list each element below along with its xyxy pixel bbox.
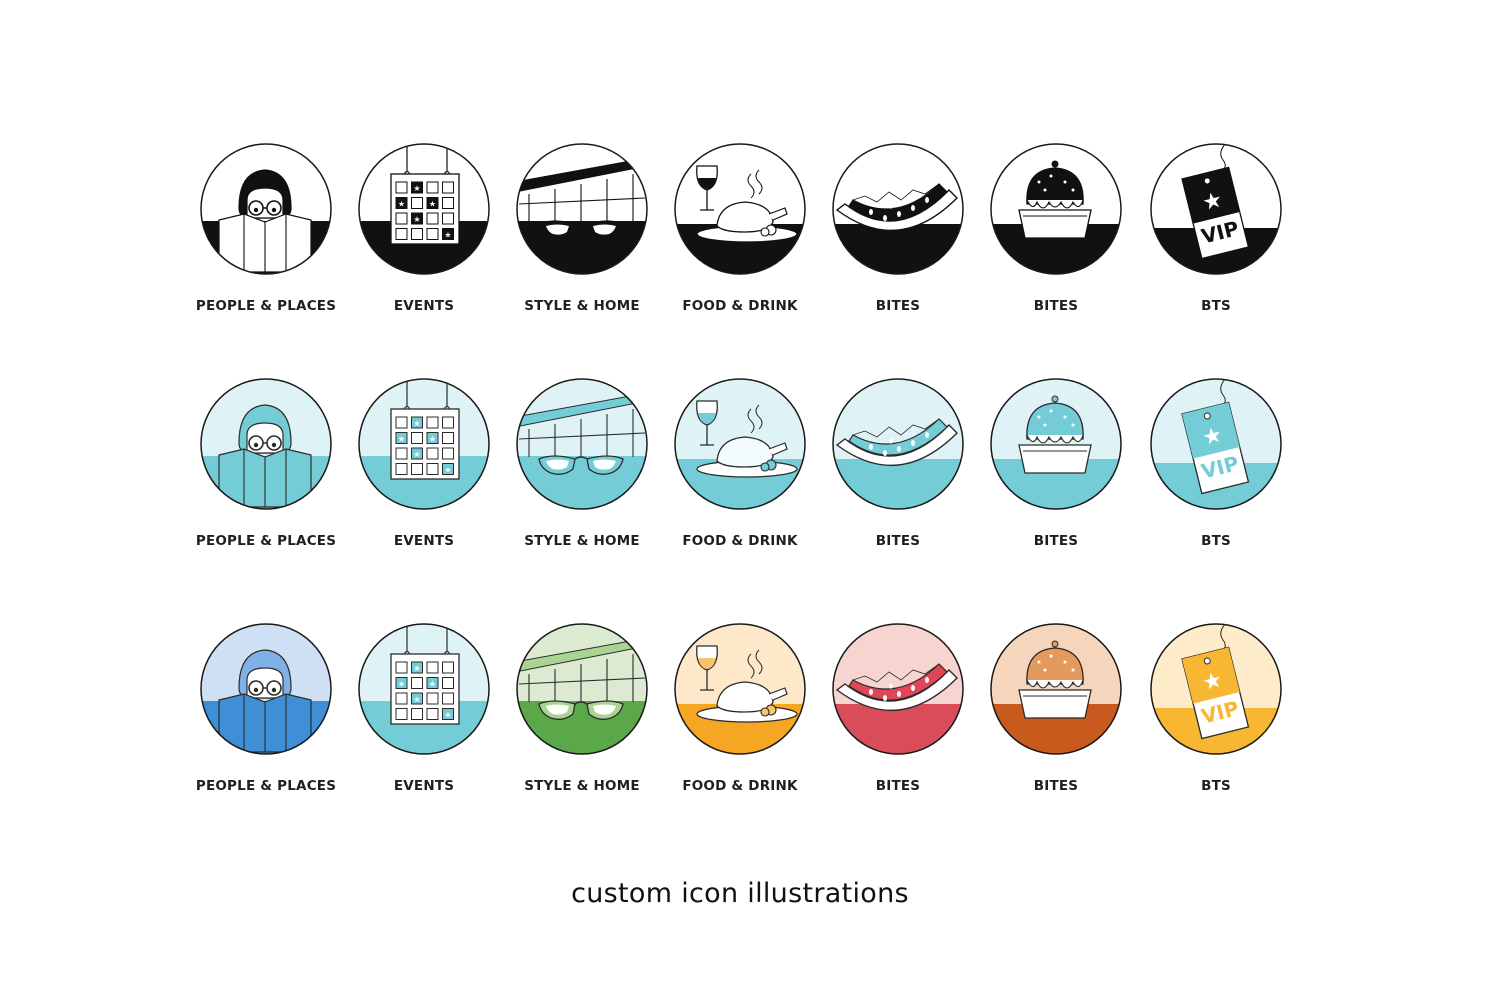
icon-vip: ★ VIP BTS xyxy=(1141,142,1291,314)
icon-label: PEOPLE & PLACES xyxy=(195,778,337,794)
icon-label: BTS xyxy=(1201,778,1231,794)
icon-label: STYLE & HOME xyxy=(524,533,640,549)
icon-label: BITES xyxy=(1033,533,1079,549)
calendar-icon: ★ ★ ★ ★ ★ xyxy=(358,623,490,755)
icon-person: PEOPLE & PLACES xyxy=(191,142,341,314)
icon-label: STYLE & HOME xyxy=(524,778,640,794)
icon-vip: ★ VIP BTS xyxy=(1141,622,1291,794)
icon-label: STYLE & HOME xyxy=(524,298,640,314)
icon-glasses: STYLE & HOME xyxy=(507,622,657,794)
icon-label: EVENTS xyxy=(393,778,455,794)
icon-turkey: FOOD & DRINK xyxy=(665,622,815,794)
svg-text:★: ★ xyxy=(444,711,451,720)
icon-label: BTS xyxy=(1201,533,1231,549)
icon-label: PEOPLE & PLACES xyxy=(195,533,337,549)
svg-text:★: ★ xyxy=(413,695,420,704)
icon-calendar: ★ ★ ★ ★ ★ EVENTS xyxy=(349,622,499,794)
watermelon-icon xyxy=(832,143,964,275)
icon-cupcake: BITES xyxy=(981,377,1131,549)
watermelon-icon xyxy=(832,378,964,510)
icon-watermelon: BITES xyxy=(823,622,973,794)
svg-text:★: ★ xyxy=(429,680,436,689)
icon-label: BITES xyxy=(875,778,921,794)
cupcake-icon xyxy=(990,623,1122,755)
vip-icon: ★ VIP xyxy=(1150,623,1282,755)
svg-text:★: ★ xyxy=(444,466,451,475)
icon-calendar: ★ ★ ★ ★ ★ EVENTS xyxy=(349,142,499,314)
icon-label: EVENTS xyxy=(393,533,455,549)
icon-label: BITES xyxy=(875,298,921,314)
icon-person: PEOPLE & PLACES xyxy=(191,377,341,549)
icon-calendar: ★ ★ ★ ★ ★ EVENTS xyxy=(349,377,499,549)
person-icon xyxy=(200,378,332,510)
icon-watermelon: BITES xyxy=(823,377,973,549)
vip-icon: ★ VIP xyxy=(1150,143,1282,275)
svg-text:★: ★ xyxy=(413,664,420,673)
cupcake-icon xyxy=(990,378,1122,510)
vip-icon: ★ VIP xyxy=(1150,378,1282,510)
icon-turkey: FOOD & DRINK xyxy=(665,142,815,314)
caption: custom icon illustrations xyxy=(571,878,909,909)
svg-text:★: ★ xyxy=(413,215,420,224)
svg-text:★: ★ xyxy=(413,450,420,459)
icon-cupcake: BITES xyxy=(981,142,1131,314)
icon-label: FOOD & DRINK xyxy=(682,533,798,549)
icon-label: FOOD & DRINK xyxy=(682,298,798,314)
icon-vip: ★ VIP BTS xyxy=(1141,377,1291,549)
watermelon-icon xyxy=(832,623,964,755)
glasses-icon xyxy=(516,143,648,275)
svg-text:★: ★ xyxy=(429,435,436,444)
icon-person: PEOPLE & PLACES xyxy=(191,622,341,794)
svg-text:★: ★ xyxy=(429,200,436,209)
calendar-icon: ★ ★ ★ ★ ★ xyxy=(358,378,490,510)
person-icon xyxy=(200,143,332,275)
icon-cupcake: BITES xyxy=(981,622,1131,794)
glasses-icon xyxy=(516,623,648,755)
svg-text:★: ★ xyxy=(398,680,405,689)
icon-glasses: STYLE & HOME xyxy=(507,377,657,549)
icon-label: BTS xyxy=(1201,298,1231,314)
cupcake-icon xyxy=(990,143,1122,275)
icon-label: FOOD & DRINK xyxy=(682,778,798,794)
icon-label: EVENTS xyxy=(393,298,455,314)
icon-glasses: STYLE & HOME xyxy=(507,142,657,314)
icon-turkey: FOOD & DRINK xyxy=(665,377,815,549)
icon-label: PEOPLE & PLACES xyxy=(195,298,337,314)
turkey-icon xyxy=(674,623,806,755)
icon-watermelon: BITES xyxy=(823,142,973,314)
turkey-icon xyxy=(674,378,806,510)
calendar-icon: ★ ★ ★ ★ ★ xyxy=(358,143,490,275)
svg-text:★: ★ xyxy=(413,419,420,428)
person-icon xyxy=(200,623,332,755)
svg-text:★: ★ xyxy=(398,435,405,444)
glasses-icon xyxy=(516,378,648,510)
icon-label: BITES xyxy=(875,533,921,549)
svg-text:★: ★ xyxy=(398,200,405,209)
turkey-icon xyxy=(674,143,806,275)
icon-label: BITES xyxy=(1033,298,1079,314)
svg-text:★: ★ xyxy=(413,184,420,193)
svg-text:★: ★ xyxy=(444,231,451,240)
icon-label: BITES xyxy=(1033,778,1079,794)
